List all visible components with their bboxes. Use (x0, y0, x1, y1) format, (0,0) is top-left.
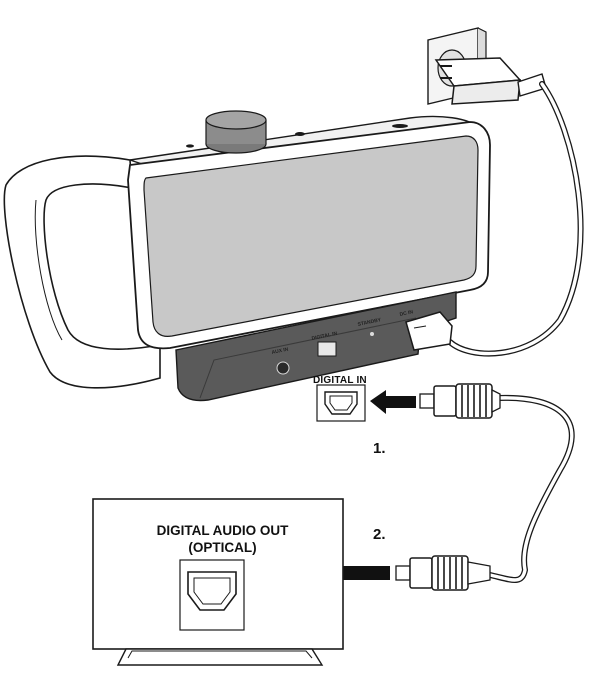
optical-cable (487, 394, 575, 583)
step-2-label: 2. (373, 526, 386, 543)
arrow-left-icon (370, 390, 416, 414)
tv-stand (116, 648, 324, 666)
radio-handle (3, 155, 161, 389)
speaker-grille (143, 135, 479, 337)
rear-label-digital: DIGITAL IN (311, 331, 338, 342)
dc-plug (405, 311, 453, 351)
optical-plug-lower (395, 555, 491, 591)
digital-in-callout (316, 384, 366, 422)
tv-output-label-line2: (OPTICAL) (188, 540, 257, 555)
radio-unit: AUX IN DIGITAL IN STANDBY DC IN (3, 110, 491, 402)
tv-output-label: DIGITAL AUDIO OUT (OPTICAL) (100, 522, 345, 556)
toslink-port-icon (324, 391, 358, 415)
optical-plug-upper (419, 383, 501, 419)
toslink-port-icon (187, 571, 237, 611)
rear-digital-port (317, 341, 337, 357)
step-1-label: 1. (373, 440, 386, 457)
aux-jack (276, 361, 290, 375)
volume-knob (205, 110, 267, 154)
rear-label-aux: AUX IN (271, 346, 289, 355)
rear-label-standby: STANDBY (357, 317, 382, 328)
tv-panel (92, 498, 344, 666)
digital-in-callout-label: DIGITAL IN (313, 375, 367, 386)
tv-output-label-line1: DIGITAL AUDIO OUT (156, 523, 289, 538)
rear-label-dc: DC IN (399, 309, 414, 318)
power-plug (434, 57, 547, 105)
